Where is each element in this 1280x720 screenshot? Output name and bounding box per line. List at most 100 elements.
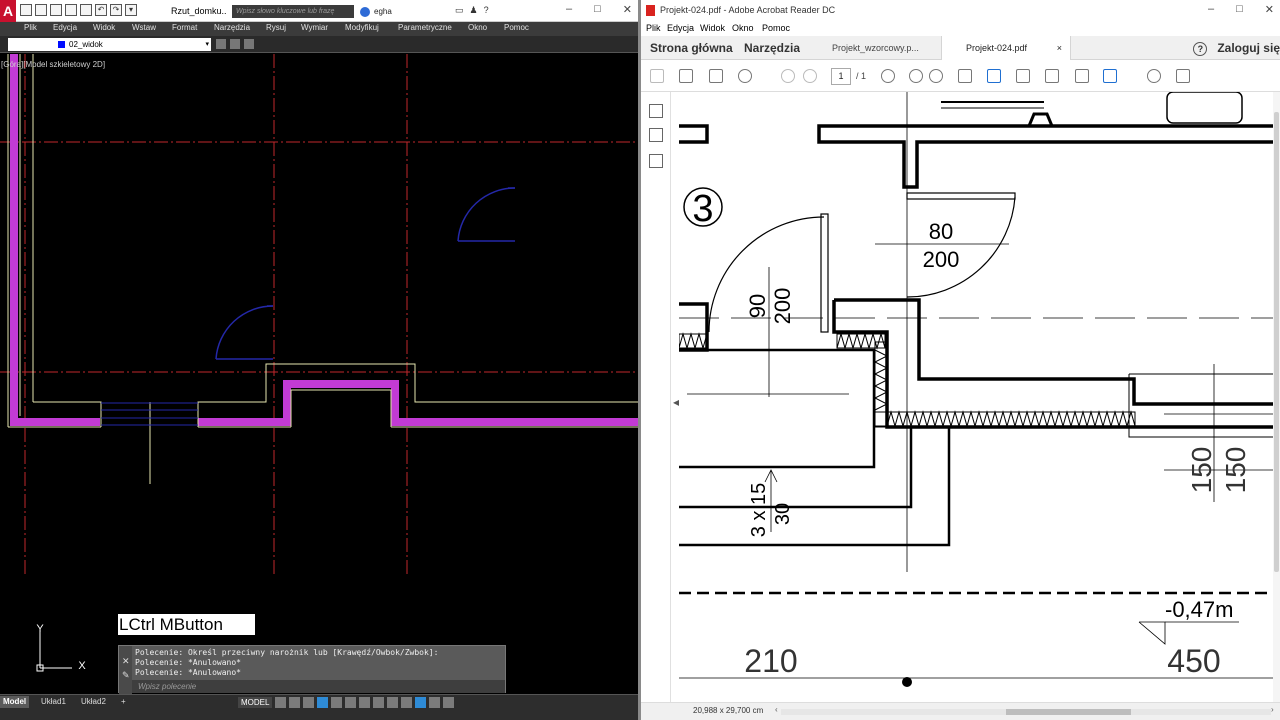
document-tab[interactable]: Rzut_domku...: [165, 2, 227, 20]
page-number-input[interactable]: 1: [831, 68, 851, 85]
layer-properties-icon[interactable]: [216, 39, 226, 49]
close-icon[interactable]: ✕: [1264, 4, 1274, 16]
command-window-handle[interactable]: ✕ ✎: [119, 646, 132, 694]
workspace-gear-icon[interactable]: [387, 697, 399, 708]
otrack-icon[interactable]: [345, 697, 357, 708]
close-icon[interactable]: ✕: [122, 656, 130, 666]
new-icon[interactable]: [20, 4, 32, 16]
search-input[interactable]: Wpisz słowo kluczowe lub frazę: [232, 5, 354, 18]
osnap-icon[interactable]: [331, 697, 343, 708]
horizontal-scroll-thumb[interactable]: [1006, 709, 1131, 715]
maximize-icon[interactable]: □: [1236, 3, 1243, 15]
plus-icon[interactable]: [401, 697, 413, 708]
open-icon[interactable]: [35, 4, 47, 16]
horizontal-scrollbar[interactable]: [781, 709, 1271, 715]
autocad-logo-icon[interactable]: A: [0, 0, 16, 22]
next-page-icon[interactable]: [803, 69, 817, 83]
rotate-ccw-icon[interactable]: [929, 69, 943, 83]
print-icon[interactable]: [80, 4, 92, 16]
menu-pomoc[interactable]: Pomoc: [504, 23, 529, 32]
ortho-icon[interactable]: [303, 697, 315, 708]
menu-widok[interactable]: Widok: [93, 23, 116, 32]
grid-icon[interactable]: [275, 697, 287, 708]
command-input[interactable]: Wpisz polecenie: [132, 680, 505, 693]
polar-icon[interactable]: [317, 697, 329, 708]
drawing-canvas[interactable]: Y X: [0, 54, 638, 694]
vertical-scrollbar[interactable]: [1273, 92, 1280, 702]
tab-projekt-024[interactable]: Projekt-024.pdf ×: [941, 36, 1071, 60]
close-icon[interactable]: ✕: [622, 4, 632, 16]
prev-page-icon[interactable]: [781, 69, 795, 83]
save-icon[interactable]: [650, 69, 664, 83]
zoom-icon[interactable]: [881, 69, 895, 83]
annotation-scale-icon[interactable]: [373, 697, 385, 708]
menu-edycja[interactable]: Edycja: [667, 23, 695, 33]
scroll-mode-icon[interactable]: [1103, 69, 1117, 83]
pdf-page[interactable]: 3 80 200 90 200 3 x 15 30 150 150 -0,47m…: [679, 92, 1275, 702]
tab-projekt-wzorcowy[interactable]: Projekt_wzorcowy.p...: [832, 43, 919, 53]
viewport-label[interactable]: [Góra][Model szkieletowy 2D]: [1, 60, 106, 69]
close-icon[interactable]: ×: [1056, 43, 1062, 53]
minimize-icon[interactable]: –: [566, 3, 573, 15]
add-layout-icon[interactable]: +: [121, 697, 126, 706]
layers-icon[interactable]: [649, 154, 663, 168]
lineweight-icon[interactable]: [359, 697, 371, 708]
pages-icon[interactable]: [649, 104, 663, 118]
user-account[interactable]: egha: [360, 5, 392, 18]
minimize-icon[interactable]: –: [1208, 3, 1215, 15]
menu-pomoc[interactable]: Pomoc: [762, 23, 791, 33]
vertical-scroll-thumb[interactable]: [1274, 112, 1279, 572]
expand-panel-icon[interactable]: ◀: [673, 398, 680, 407]
save-as-icon[interactable]: [65, 4, 77, 16]
search-icon[interactable]: [738, 69, 752, 83]
menu-plik[interactable]: Plik: [646, 23, 661, 33]
save-icon[interactable]: [50, 4, 62, 16]
login-button[interactable]: ?Zaloguj się: [1193, 36, 1280, 60]
tab-uklad1[interactable]: Układ1: [41, 697, 66, 706]
menu-edycja[interactable]: Edycja: [53, 23, 78, 32]
maximize-icon[interactable]: □: [594, 3, 601, 15]
customize-menu-icon[interactable]: [443, 697, 455, 708]
print-icon[interactable]: [679, 69, 693, 83]
menu-widok[interactable]: Widok: [700, 23, 726, 33]
single-page-icon[interactable]: [987, 69, 1001, 83]
menu-wstaw[interactable]: Wstaw: [132, 23, 156, 32]
redo-icon[interactable]: ↷: [110, 4, 122, 16]
scroll-left-icon[interactable]: ‹: [775, 705, 778, 714]
model-space-button[interactable]: MODEL: [238, 697, 273, 708]
presentation-icon[interactable]: [1075, 69, 1089, 83]
menu-plik[interactable]: Plik: [24, 23, 37, 32]
tab-model[interactable]: Model: [0, 696, 30, 708]
menu-rysuj[interactable]: Rysuj: [266, 23, 287, 32]
layer-dropdown[interactable]: 02_widok ▾: [8, 38, 211, 51]
email-icon[interactable]: [709, 69, 723, 83]
tab-tools[interactable]: Narzędzia: [744, 41, 801, 55]
cart-icon[interactable]: ▭: [455, 5, 464, 15]
layer-state-icon[interactable]: [230, 39, 240, 49]
qat-dropdown-icon[interactable]: ▾: [125, 4, 137, 16]
window-splitter[interactable]: [638, 0, 641, 720]
help-icon[interactable]: ?: [483, 5, 489, 15]
isolate-icon[interactable]: [415, 697, 427, 708]
help-icon[interactable]: ?: [1193, 41, 1208, 56]
comment-icon[interactable]: [1147, 69, 1161, 83]
tab-uklad2[interactable]: Układ2: [81, 697, 106, 706]
attachment-icon[interactable]: [649, 128, 663, 142]
menu-modyfikuj[interactable]: Modyfikuj: [345, 23, 379, 32]
organize-icon[interactable]: [1016, 69, 1030, 83]
menu-parametryczne[interactable]: Parametryczne: [398, 23, 452, 32]
menu-wymiar[interactable]: Wymiar: [301, 23, 329, 32]
snap-icon[interactable]: [289, 697, 301, 708]
crop-icon[interactable]: [958, 69, 972, 83]
menu-okno[interactable]: Okno: [732, 23, 754, 33]
rotate-cw-icon[interactable]: [909, 69, 923, 83]
scroll-right-icon[interactable]: ›: [1271, 705, 1274, 714]
people-icon[interactable]: ♟: [469, 5, 478, 15]
tab-home[interactable]: Strona główna: [650, 41, 733, 55]
two-page-icon[interactable]: [1045, 69, 1059, 83]
undo-icon[interactable]: ↶: [95, 4, 107, 16]
layer-previous-icon[interactable]: [244, 39, 254, 49]
menu-okno[interactable]: Okno: [468, 23, 488, 32]
wrench-icon[interactable]: ✎: [122, 670, 130, 680]
menu-narzedzia[interactable]: Narzędzia: [214, 23, 251, 32]
